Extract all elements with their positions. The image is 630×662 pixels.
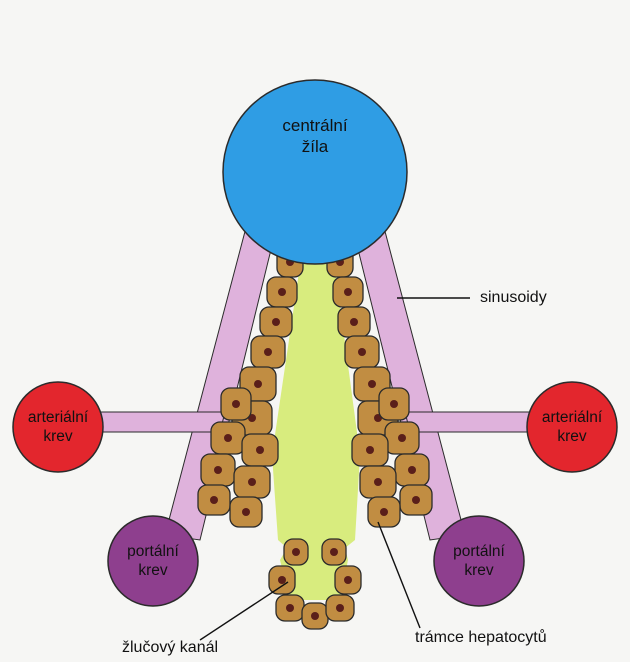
hepatocyte-leader-line (378, 522, 420, 628)
hepatocyte-nucleus (224, 434, 232, 442)
hepatocyte-nucleus (272, 318, 280, 326)
hepatocyte-nucleus (344, 576, 352, 584)
hepatocyte-nucleus (278, 576, 286, 584)
hepatocyte-nucleus (390, 400, 398, 408)
hepatocyte-nucleus (214, 466, 222, 474)
hepatocyte-nucleus (242, 508, 250, 516)
central-vein-label-line2: žíla (270, 136, 360, 157)
portal-blood-right-label: portální krev (434, 542, 524, 580)
arterial-blood-right-line2: krev (527, 427, 617, 446)
hepatocyte-nucleus (248, 478, 256, 486)
central-vein-label-line1: centrální (270, 115, 360, 136)
sinusoid-branch-left (100, 412, 225, 432)
bile-canal-leader-line (200, 582, 288, 640)
hepatocyte-nucleus (232, 400, 240, 408)
portal-blood-right-line1: portální (434, 542, 524, 561)
portal-blood-right-line2: krev (434, 561, 524, 580)
hepatocyte-nucleus (408, 466, 416, 474)
arterial-blood-right-label: arteriální krev (527, 408, 617, 446)
arterial-blood-left-label: arteriální krev (13, 408, 103, 446)
sinusoid-branch-right (405, 412, 545, 432)
hepatocyte-nucleus (398, 434, 406, 442)
portal-blood-left-line2: krev (108, 561, 198, 580)
hepatocyte-nucleus (286, 604, 294, 612)
hepatocyte-nucleus (380, 508, 388, 516)
bile-canal-label: žlučový kanál (122, 638, 218, 657)
hepatocyte-nucleus (344, 288, 352, 296)
hepatocyte-nucleus (412, 496, 420, 504)
hepatocyte-nucleus (368, 380, 376, 388)
hepatocyte-nucleus (350, 318, 358, 326)
hepatocyte-nucleus (210, 496, 218, 504)
portal-blood-left-line1: portální (108, 542, 198, 561)
sinusoids-label: sinusoidy (480, 288, 547, 307)
central-vein (223, 80, 407, 264)
hepatocyte-nucleus (330, 548, 338, 556)
hepatocyte-nucleus (358, 348, 366, 356)
hepatocyte-nucleus (374, 478, 382, 486)
hepatocyte-nucleus (311, 612, 319, 620)
arterial-blood-left-line1: arteriální (13, 408, 103, 427)
hepatocyte-plates-label: trámce hepatocytů (415, 628, 547, 647)
portal-blood-left-label: portální krev (108, 542, 198, 580)
hepatocyte-nucleus (292, 548, 300, 556)
hepatocyte-nucleus (336, 604, 344, 612)
hepatocyte-nucleus (254, 380, 262, 388)
central-vein-label: centrální žíla (270, 115, 360, 157)
hepatocyte-nucleus (278, 288, 286, 296)
hepatocyte-nucleus (256, 446, 264, 454)
hepatocyte-nucleus (366, 446, 374, 454)
arterial-blood-right-line1: arteriální (527, 408, 617, 427)
hepatocyte-nucleus (264, 348, 272, 356)
arterial-blood-left-line2: krev (13, 427, 103, 446)
